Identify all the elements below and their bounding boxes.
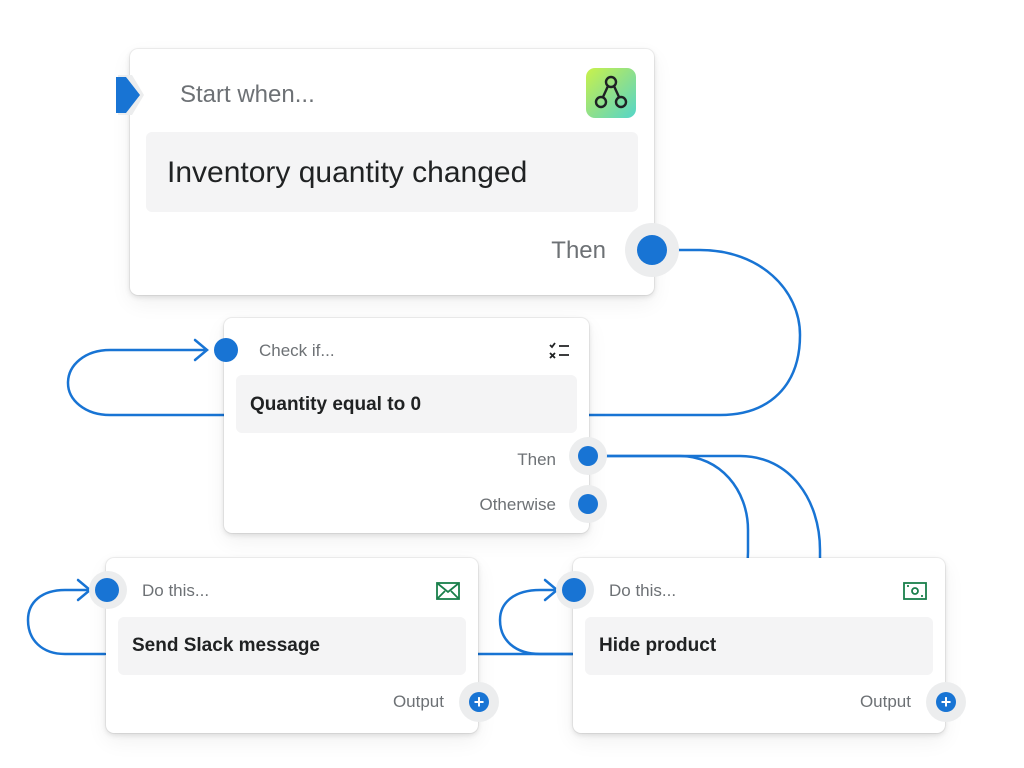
hide-input-port[interactable] [562, 578, 586, 602]
entry-arrow-icon [116, 75, 144, 115]
condition-body [236, 375, 577, 433]
action-card-slack[interactable]: Do this... Send Slack message Output [106, 558, 478, 733]
trigger-card[interactable]: Start when... Inventory quantity changed… [116, 49, 654, 295]
wire-slack-to-loop [26, 588, 107, 656]
action-header: Do this... [142, 581, 210, 600]
trigger-header: Start when... [180, 81, 315, 108]
slack-input-port[interactable] [95, 578, 119, 602]
condition-then-port[interactable] [578, 446, 598, 466]
action-body [118, 617, 466, 675]
action-output-label: Output [859, 692, 911, 711]
wire-hide-loop [498, 588, 574, 656]
branch-nodes-icon [586, 68, 636, 118]
trigger-title: Inventory quantity changed [167, 156, 528, 189]
action-title: Hide product [599, 635, 717, 656]
condition-then-label: Then [517, 450, 556, 469]
action-body [585, 617, 933, 675]
condition-input-port[interactable] [214, 338, 238, 362]
hide-add-step-button[interactable]: + [936, 692, 956, 712]
condition-header: Check if... [259, 341, 335, 360]
condition-card[interactable]: Check if... Quantity equal to 0 Then Oth… [224, 318, 589, 533]
slack-add-step-button[interactable]: + [469, 692, 489, 712]
envelope-icon [436, 582, 460, 600]
trigger-then-port[interactable] [637, 235, 667, 265]
action-header: Do this... [609, 581, 677, 600]
banknote-icon [903, 582, 927, 600]
condition-otherwise-port[interactable] [578, 494, 598, 514]
wire-then-to-hide [588, 454, 822, 560]
wire-arrow-check [193, 338, 209, 362]
wire-trigger-to-check [66, 248, 802, 417]
action-title: Send Slack message [132, 635, 320, 656]
action-card-hide[interactable]: Do this... Hide product Output [573, 558, 945, 733]
action-output-label: Output [392, 692, 444, 711]
condition-title: Quantity equal to 0 [250, 394, 422, 415]
trigger-body [146, 132, 638, 212]
trigger-then-label: Then [551, 237, 606, 264]
condition-otherwise-label: Otherwise [479, 495, 556, 514]
checklist-icon [549, 342, 569, 359]
